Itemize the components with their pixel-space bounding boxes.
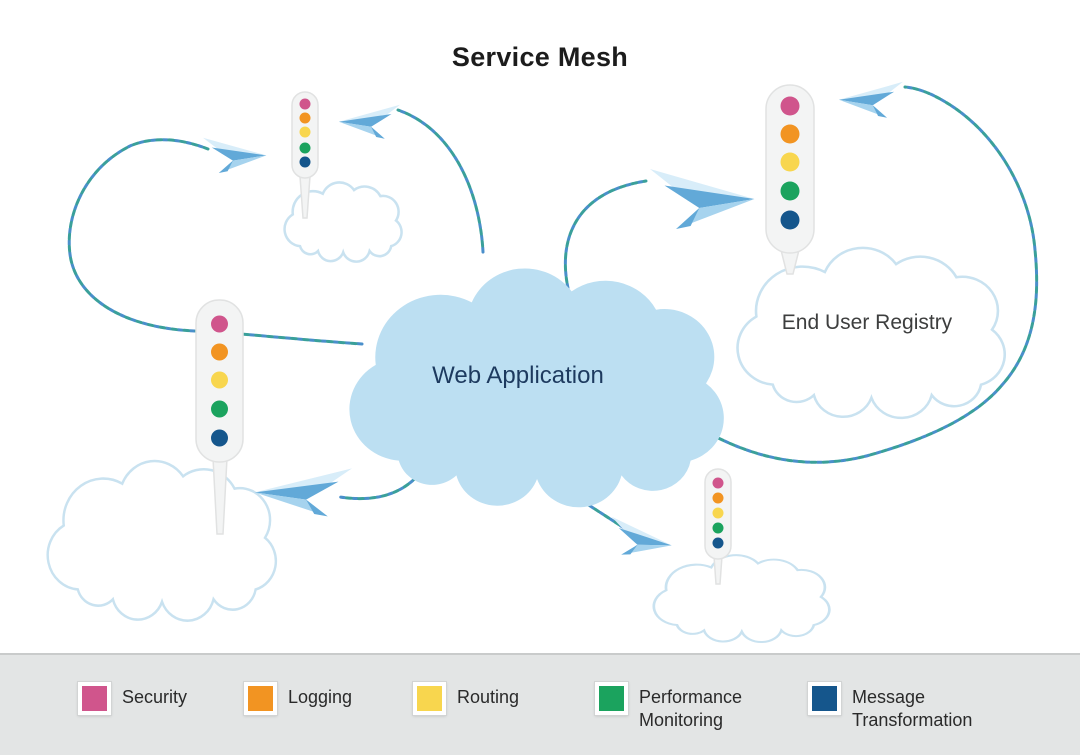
flow-arrow-cloud-to-topleft-proxy [396,108,485,254]
paper-plane-icon [203,137,267,173]
dot-message [211,429,228,447]
paper-plane-icon [650,169,755,229]
legend-label: Logging [288,687,353,707]
proxy-pillar-top-left [291,91,319,219]
flow-arrow-left-loop [67,138,364,346]
legend-bar: Security Logging Routing Performance Mon… [0,653,1080,755]
legend-item-security: Security [77,681,188,716]
proxy-pillar-top-right [765,84,815,275]
dot-message [299,156,311,168]
paper-plane-icon [838,81,903,118]
proxy-pillar-left [195,299,244,535]
dot-performance [211,400,228,418]
dot-performance [712,522,724,534]
cloud-small-bottom-center [652,553,831,644]
legend-label: Security [122,687,188,707]
dot-routing [299,126,311,138]
legend-item-logging: Logging [243,681,353,716]
dot-routing [780,152,800,172]
dot-security [712,477,724,489]
routing-swatch [412,681,447,716]
flow-arrow-right-loop [701,85,1039,464]
dot-security [211,315,228,333]
dot-performance [299,142,311,154]
paper-plane-icon [338,104,400,139]
security-swatch [77,681,112,716]
dot-logging [211,343,228,361]
message-transformation-swatch [807,681,842,716]
dot-message [780,210,800,230]
page-title: Service Mesh [451,42,629,72]
dot-security [299,98,311,110]
proxy-pillar-bottom-center [704,468,732,585]
performance-monitoring-swatch [594,681,629,716]
dot-logging [780,124,800,144]
diagram-canvas [46,81,1039,644]
legend-label: Routing [457,687,520,707]
dot-routing [712,507,724,519]
legend-label: Performance Monitoring [639,687,743,730]
flow-arrow-cloud-to-topright-proxy [563,179,648,290]
end-user-registry-label: End User Registry [781,311,953,334]
dot-performance [780,181,800,201]
logging-swatch [243,681,278,716]
dot-routing [211,371,228,389]
legend-item-routing: Routing [412,681,520,716]
dot-security [780,96,800,116]
web-application-label: Web Application [432,362,604,389]
dot-logging [712,492,724,504]
dot-logging [299,112,311,124]
legend-label: Message Transformation [852,687,973,730]
cloud-bottom-left [46,459,278,622]
legend-item-performance-monitoring: Performance Monitoring [594,681,769,731]
dot-message [712,537,724,549]
legend-item-message-transformation: Message Transformation [807,681,982,731]
